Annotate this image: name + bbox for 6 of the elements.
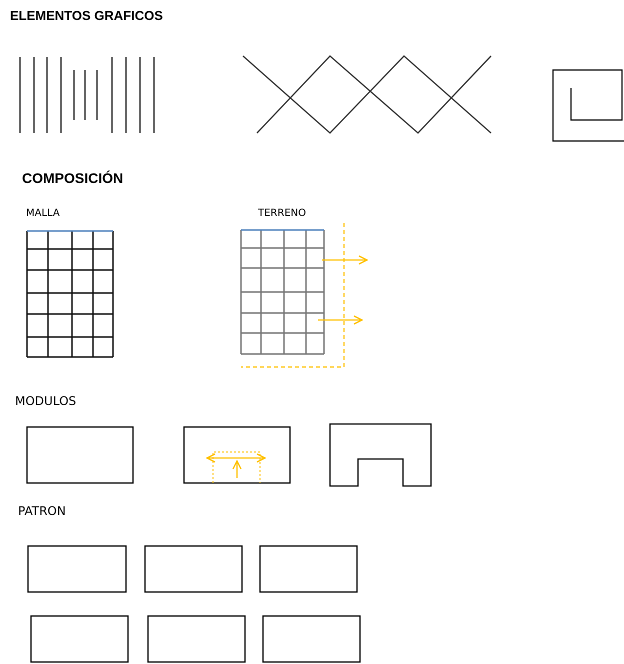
section-label: TERRENO <box>258 209 306 219</box>
section-label: MODULOS <box>15 395 76 407</box>
section-heading: COMPOSICIÓN <box>22 171 124 185</box>
section-label: PATRON <box>18 505 66 517</box>
section-label: MALLA <box>26 209 60 219</box>
section-heading: ELEMENTOS GRAFICOS <box>10 9 163 22</box>
